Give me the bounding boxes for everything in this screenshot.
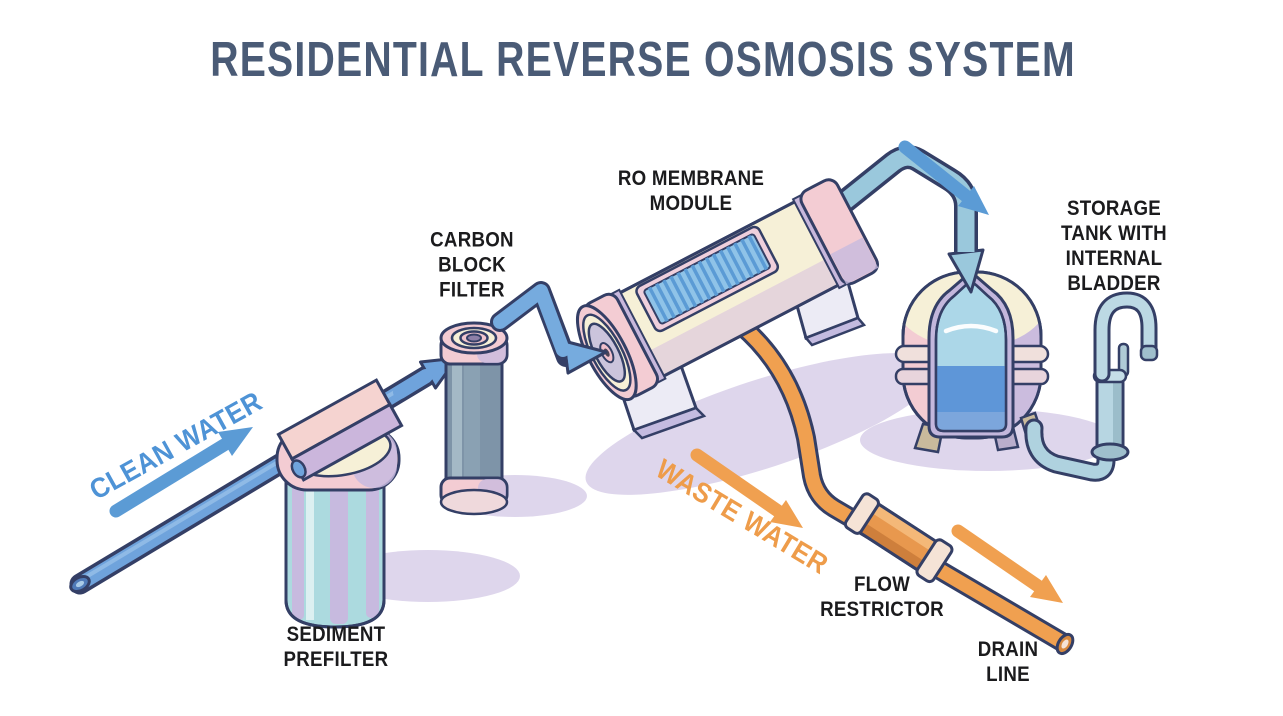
prefilter-head [276, 378, 404, 482]
label-ro-membrane-module: RO MEMBRANE MODULE [617, 166, 765, 215]
waste-water-arrow [690, 448, 803, 528]
faucet-graphic [1024, 291, 1159, 482]
filter-interconnect-pipe [490, 281, 608, 375]
label-flow-restrictor: FLOW RESTRICTOR [820, 572, 944, 621]
bladder-water [936, 366, 1006, 431]
label-storage-tank: STORAGE TANK WITH INTERNAL BLADDER [1061, 196, 1167, 295]
storage-tank-graphic [894, 270, 1050, 454]
tank-inlet-arrow [898, 140, 989, 215]
drain-end-cap [1055, 632, 1075, 656]
page-title: RESIDENTIAL REVERSE OSMOSIS SYSTEM [210, 33, 1076, 87]
sediment-prefilter-graphic [275, 378, 404, 629]
permeate-pipe [831, 140, 989, 294]
flow-restrictor-graphic [843, 492, 954, 584]
faucet-base-collar [1090, 442, 1130, 462]
label-drain-line: DRAIN LINE [977, 637, 1039, 686]
label-sediment-prefilter: SEDIMENT PREFILTER [283, 622, 389, 671]
waste-water-pipe [690, 308, 1075, 656]
drain-arrow [951, 524, 1063, 603]
pipe-end-cap [69, 574, 91, 594]
ro-module-shadow [585, 353, 939, 495]
faucet-spout-tip [1139, 344, 1159, 362]
carbon-block-filter-graphic [439, 321, 509, 516]
clean-water-arrow [109, 427, 253, 518]
label-carbon-block-filter: CARBON BLOCK FILTER [430, 227, 514, 302]
